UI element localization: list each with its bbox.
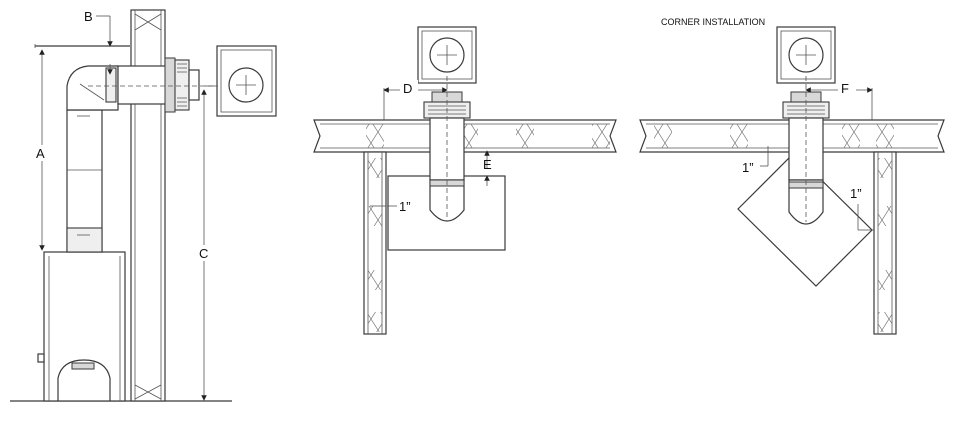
termination-cap-top (417, 26, 477, 84)
vent-pipe-vertical (66, 65, 119, 253)
label-d: D (403, 81, 412, 96)
vertical-wall-corner (873, 151, 897, 335)
vertical-wall-middle (363, 151, 387, 335)
stove-body (37, 251, 126, 402)
corner-installation-view: CORNER INSTALLATION (639, 17, 945, 335)
label-f: F (841, 81, 849, 96)
label-b: B (84, 9, 93, 24)
label-e: E (483, 157, 492, 172)
label-one-inch-corner-right: 1” (850, 186, 862, 201)
horizontal-wall-middle (313, 119, 617, 153)
corner-installation-title: CORNER INSTALLATION (661, 17, 765, 27)
termination-cap-side (216, 45, 277, 117)
label-a: A (36, 146, 45, 161)
label-c: C (199, 246, 208, 261)
side-view-installation: B A C (10, 9, 277, 402)
termination-cap-corner (776, 26, 836, 84)
vent-pipe-horizontal (105, 57, 200, 113)
label-one-inch-middle: 1” (399, 199, 411, 214)
label-one-inch-corner-left: 1” (742, 160, 754, 175)
top-view-standard-installation: D E 1” (313, 26, 617, 335)
